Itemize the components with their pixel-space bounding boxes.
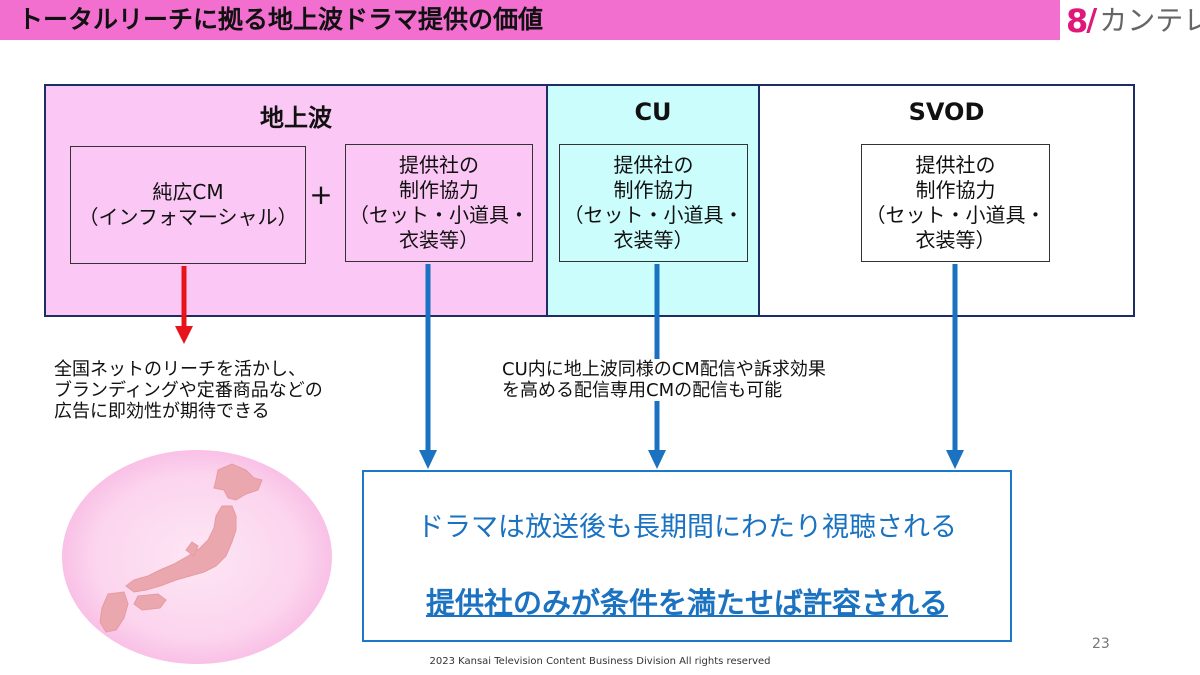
coop-box-line: 制作協力 xyxy=(915,178,996,202)
terrestrial-cm-note: 全国ネットのリーチを活かし、 ブランディングや定番商品などの 広告に即効性が期待… xyxy=(54,359,323,422)
note-line: 全国ネットのリーチを活かし、 xyxy=(54,359,306,380)
coop-box-line: 衣装等） xyxy=(915,228,996,252)
coop-box-line: 提供社の xyxy=(399,153,479,177)
red-down-arrow xyxy=(175,266,193,344)
logo-text: カンテレ xyxy=(1099,4,1200,37)
logo-slash-icon: / xyxy=(1086,3,1098,38)
coop-box-line: （セット・小道具・ xyxy=(349,203,529,227)
cm-box-line: 純広CM xyxy=(152,180,224,204)
coop-box-line: 制作協力 xyxy=(613,178,694,202)
coop-box-line: （セット・小道具・ xyxy=(563,203,744,227)
terrestrial-panel-title: 地上波 xyxy=(260,104,332,132)
cu-panel-title: CU xyxy=(634,98,672,126)
cm-box-line: （インフォマーシャル） xyxy=(78,205,298,229)
copyright-footer: 2023 Kansai Television Content Business … xyxy=(429,656,771,667)
japan-map-icon xyxy=(99,463,263,633)
result-statement: ドラマは放送後も長期間にわたり視聴される xyxy=(417,512,957,543)
plus-sign: + xyxy=(309,178,333,211)
cu-coop-box: 提供社の 制作協力 （セット・小道具・ 衣装等） xyxy=(559,144,748,262)
note-line: 広告に即効性が期待できる xyxy=(54,401,270,422)
blue-arrow-terrestrial xyxy=(419,264,437,469)
svod-panel-title: SVOD xyxy=(908,98,985,126)
logo-eight-mark: 8 xyxy=(1066,2,1089,40)
coop-box-line: 提供社の xyxy=(613,153,694,177)
note-line: ブランディングや定番商品などの xyxy=(54,380,323,401)
page-title: トータルリーチに拠る地上波ドラマ提供の価値 xyxy=(18,5,544,34)
result-box xyxy=(362,470,1012,642)
blue-arrow-svod xyxy=(946,264,964,469)
coop-box-line: 提供社の xyxy=(915,153,996,177)
coop-box-line: （セット・小道具・ xyxy=(865,203,1046,227)
terrestrial-cm-box: 純広CM （インフォマーシャル） xyxy=(70,146,306,264)
coop-box-line: 衣装等） xyxy=(613,228,694,252)
page-number: 23 xyxy=(1092,636,1110,652)
coop-box-line: 制作協力 xyxy=(399,178,479,202)
result-conclusion: 提供社のみが条件を満たせば許容される xyxy=(425,586,948,620)
coop-box-line: 衣装等） xyxy=(399,228,479,252)
note-line: を高める配信専用CMの配信も可能 xyxy=(502,380,783,401)
title-bar xyxy=(0,0,1060,40)
kantele-logo: 8 / カンテレ xyxy=(1066,0,1200,42)
svod-coop-box: 提供社の 制作協力 （セット・小道具・ 衣装等） xyxy=(861,144,1050,262)
blue-arrow-cu xyxy=(648,264,666,469)
note-line: CU内に地上波同様のCM配信や訴求効果 xyxy=(502,359,826,380)
terrestrial-coop-box: 提供社の 制作協力 （セット・小道具・ 衣装等） xyxy=(345,144,533,262)
cu-note: CU内に地上波同様のCM配信や訴求効果 を高める配信専用CMの配信も可能 xyxy=(500,359,828,401)
